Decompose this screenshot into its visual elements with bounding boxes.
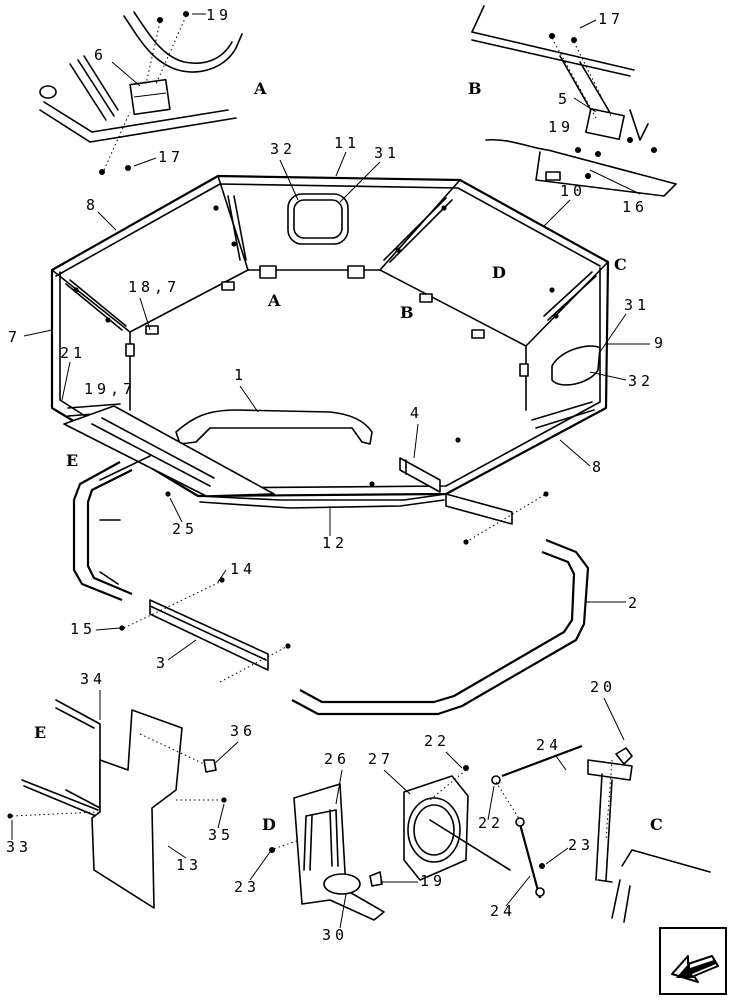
detail-b [471,5,677,197]
detail-a [39,11,243,175]
callout-19: 19 [548,118,574,136]
callout-8: 8 [86,196,99,214]
callout-17: 17 [598,10,624,28]
callout-19: 19 [206,6,232,24]
callout-18-7: 18,7 [128,278,180,296]
callout-36: 36 [230,722,256,740]
callout-16: 16 [622,198,648,216]
callout-34: 34 [80,670,106,688]
callout-24: 24 [536,736,562,754]
callout-6: 6 [94,46,107,64]
view-letter-c: C [650,815,663,834]
callout-1: 1 [234,366,247,384]
arrow-icon [671,955,719,983]
callout-3: 3 [156,654,169,672]
callout-17: 17 [158,148,184,166]
callout-26: 26 [324,750,350,768]
callout-32: 32 [628,372,654,390]
callout-4: 4 [410,404,423,422]
callout-14: 14 [230,560,256,578]
callout-5: 5 [558,90,571,108]
callout-20: 20 [590,678,616,696]
view-letter-e: E [34,723,46,742]
callout-11: 11 [334,134,360,152]
callout-12: 12 [322,534,348,552]
callout-8: 8 [592,458,605,476]
callout-leaders [11,151,650,929]
callout-23: 23 [234,878,260,896]
nav-arrow-button[interactable] [659,927,727,995]
callout-27: 27 [368,750,394,768]
callout-23: 23 [568,836,594,854]
view-letter-e: E [66,451,78,470]
callout-10: 10 [560,182,586,200]
callout-35: 35 [208,826,234,844]
callout-9: 9 [654,334,667,352]
callout-33: 33 [6,838,32,856]
callout-21: 21 [60,344,86,362]
callout-labels: 19 6 17 17 5 19 16 10 11 32 31 8 7 18,7 … [6,6,667,944]
callout-13: 13 [176,856,202,874]
base-frame [72,455,590,716]
detail-d [269,765,511,921]
callout-2: 2 [628,594,641,612]
detail-e [7,699,227,909]
view-letters: A B A B C D E E D C [34,79,663,834]
callout-24: 24 [490,902,516,920]
callout-31: 31 [374,144,400,162]
view-letter-c: C [614,255,627,274]
main-housing [50,174,610,509]
view-letter-a: A [267,291,281,310]
callout-31: 31 [624,296,650,314]
callout-19: 19 [420,872,446,890]
detail-c [539,747,711,923]
callout-22: 22 [478,814,504,832]
callout-15: 15 [70,620,96,638]
callout-22: 22 [424,732,450,750]
callout-25: 25 [172,520,198,538]
view-letter-a: A [253,79,267,98]
view-letter-d: D [492,263,506,282]
callout-30: 30 [322,926,348,944]
callout-19-7: 19,7 [84,380,136,398]
view-letter-b: B [468,79,482,98]
callout-7: 7 [8,328,21,346]
rods [491,744,583,899]
view-letter-d: D [262,815,276,834]
callout-32: 32 [270,140,296,158]
view-letter-b: B [400,303,414,322]
